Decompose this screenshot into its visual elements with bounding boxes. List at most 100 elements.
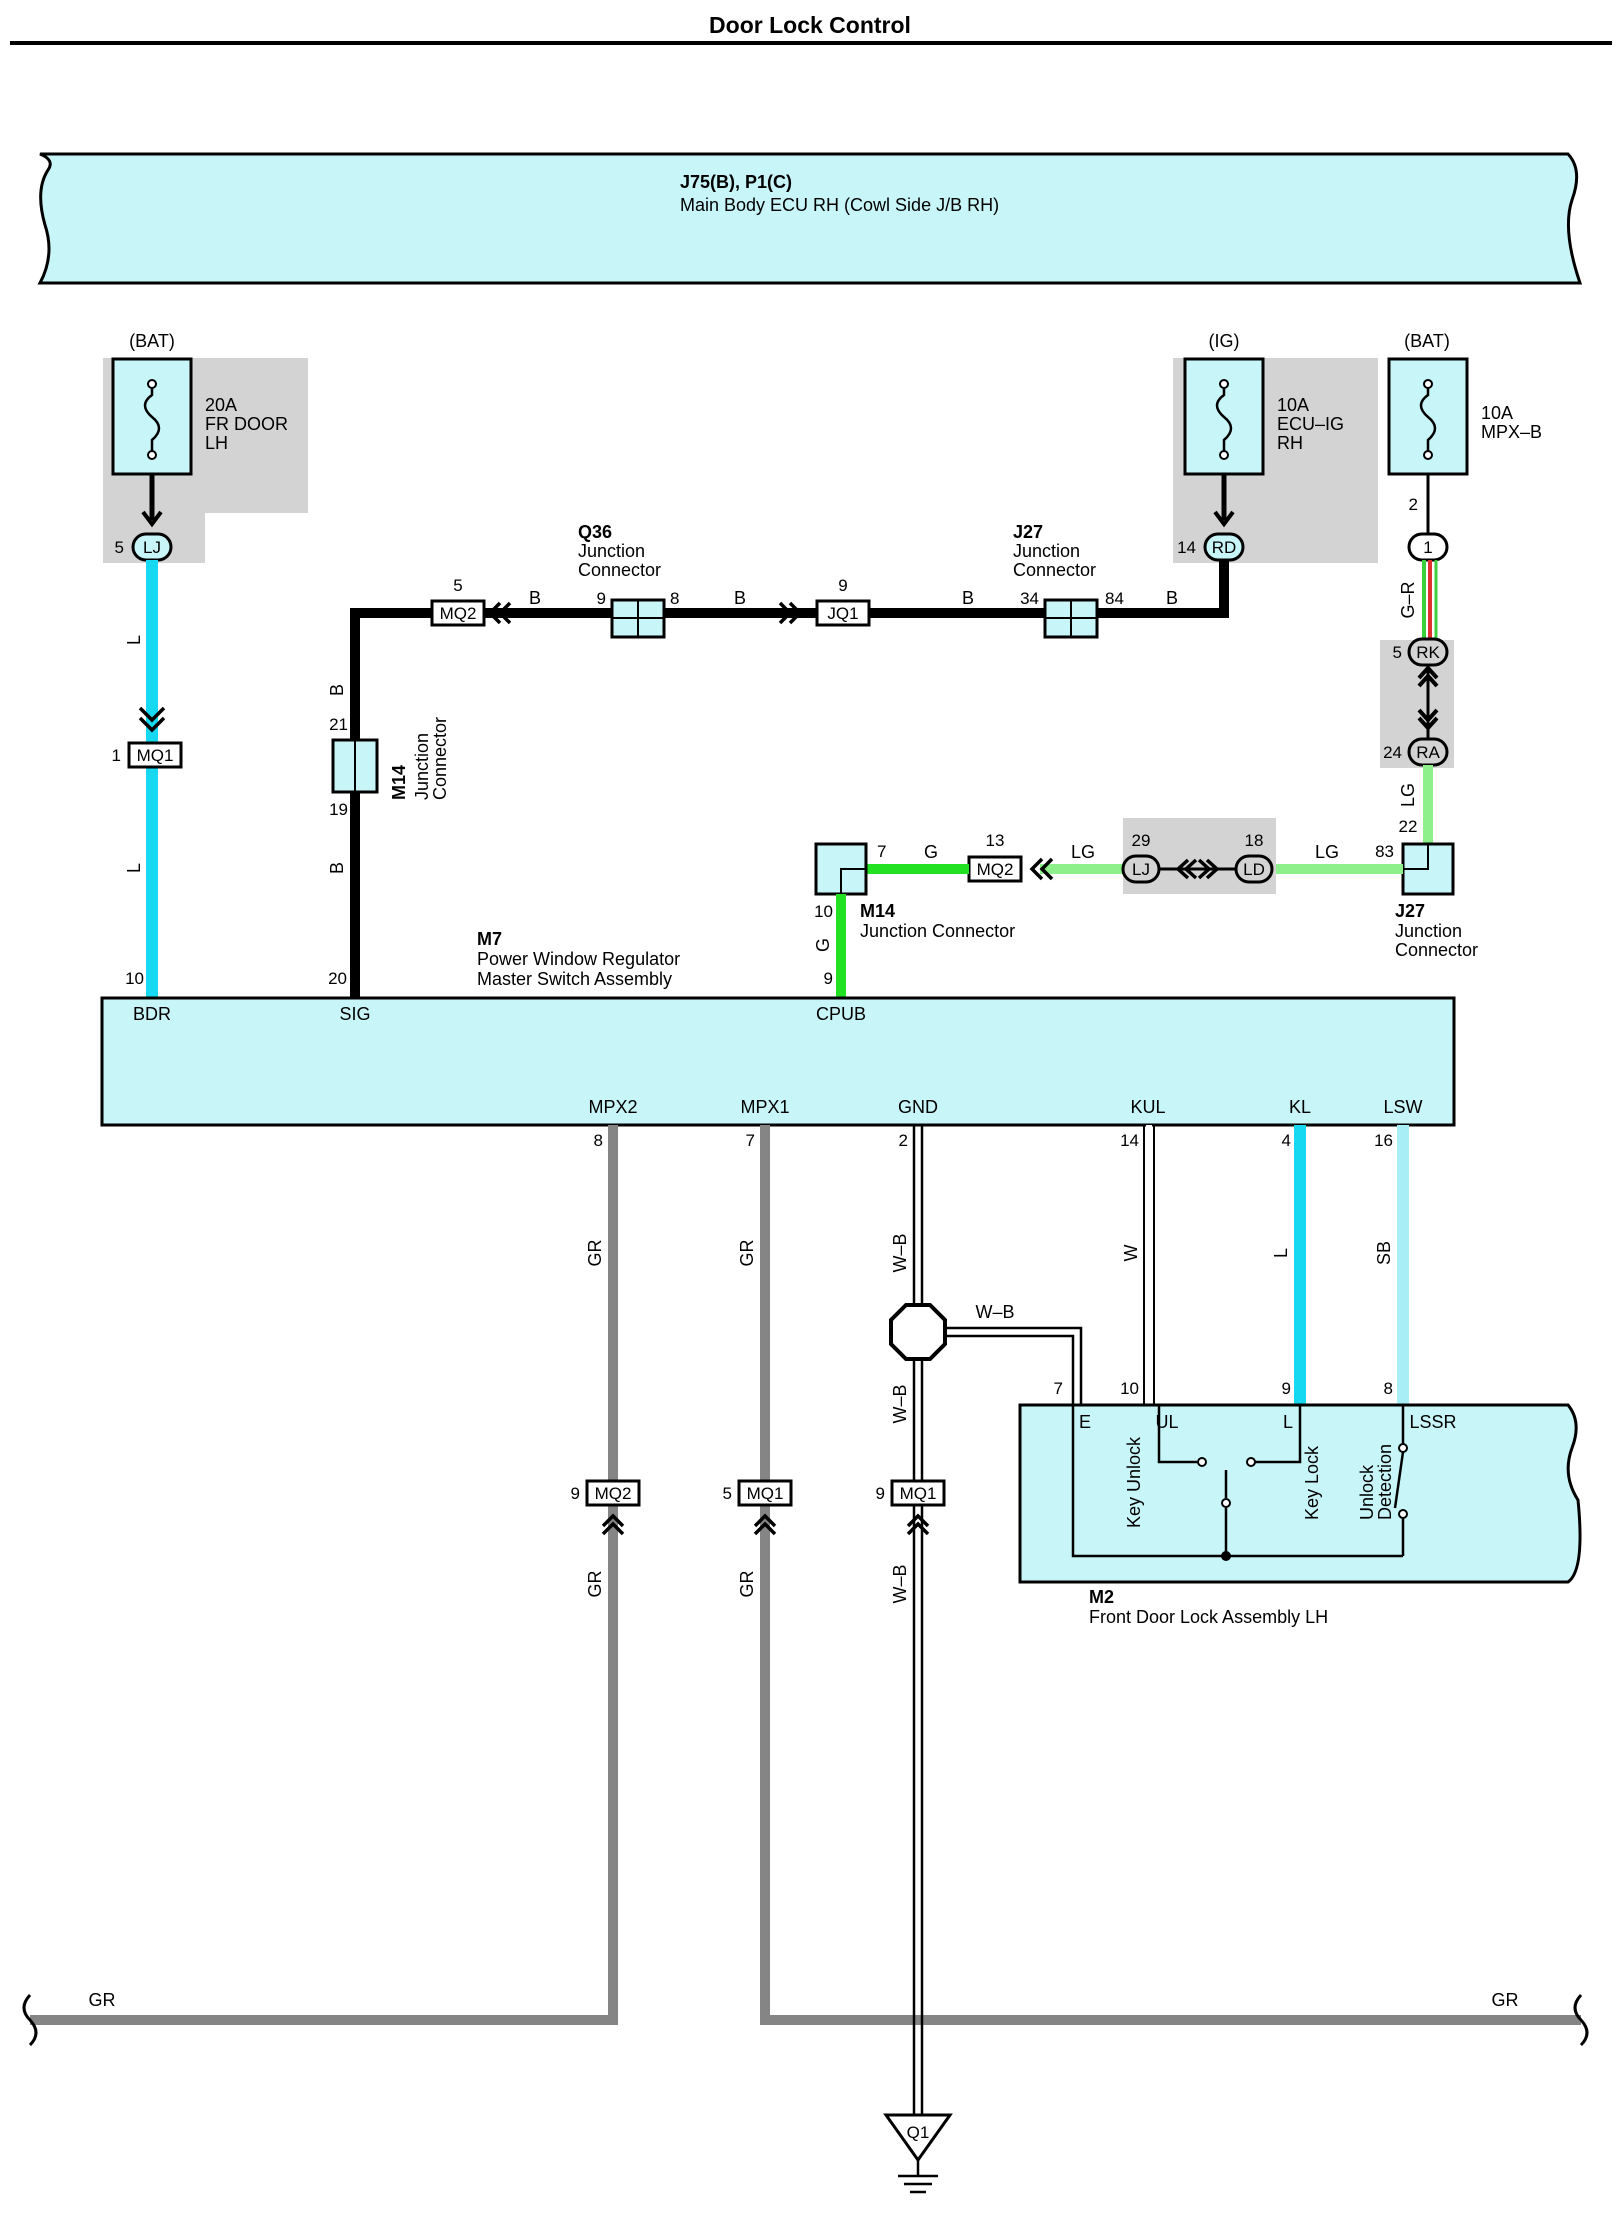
svg-text:L: L (124, 863, 144, 873)
svg-text:Junction: Junction (1395, 921, 1462, 941)
svg-text:LD: LD (1243, 860, 1265, 879)
m2-term-e: E (1079, 1412, 1091, 1432)
svg-text:MQ1: MQ1 (747, 1484, 784, 1503)
ground-q1-label: Q1 (907, 2123, 930, 2142)
svg-text:24: 24 (1383, 743, 1402, 762)
svg-text:GR: GR (585, 1570, 605, 1597)
wire-gr-mpx2 (30, 1125, 618, 2025)
svg-text:4: 4 (1282, 1131, 1291, 1150)
svg-text:W–B: W–B (975, 1302, 1014, 1322)
svg-text:Junction Connector: Junction Connector (860, 921, 1015, 941)
m2-internal-ground (1071, 1405, 1403, 1558)
svg-text:LG: LG (1071, 842, 1095, 862)
svg-text:14: 14 (1120, 1131, 1139, 1150)
svg-text:9: 9 (824, 969, 833, 988)
svg-text:8: 8 (670, 589, 679, 608)
m14-side-ref: M14 (389, 765, 409, 800)
svg-text:Junction: Junction (1013, 541, 1080, 561)
svg-text:13: 13 (986, 831, 1005, 850)
svg-text:Junction: Junction (412, 733, 432, 800)
fuse2-name2: RH (1277, 433, 1303, 453)
m2-unlock-detection-switch (1393, 1451, 1405, 1509)
conn-jq1 (815, 599, 871, 627)
wire-gr-mpx1 (760, 1125, 1581, 2025)
fuse2-pin: 14 (1177, 538, 1196, 557)
svg-text:84: 84 (1105, 589, 1124, 608)
m2-unlock-det-label1: Unlock (1357, 1464, 1377, 1520)
svg-text:B: B (1166, 588, 1178, 608)
j27-mid-ref: J27 (1395, 901, 1425, 921)
svg-text:8: 8 (1384, 1379, 1393, 1398)
fuse3-rating: 10A (1481, 403, 1513, 423)
svg-text:SB: SB (1374, 1241, 1394, 1265)
q36-ref: Q36 (578, 522, 612, 542)
svg-text:8: 8 (594, 1131, 603, 1150)
svg-text:B: B (962, 588, 974, 608)
conn-mq1-a (737, 1479, 793, 1507)
conn-mq2-top (430, 599, 486, 627)
svg-text:7: 7 (1054, 1379, 1063, 1398)
conn-mq1-left (127, 741, 183, 769)
svg-text:5: 5 (453, 576, 462, 595)
svg-text:21: 21 (329, 715, 348, 734)
j27-top-ref: J27 (1013, 522, 1043, 542)
svg-text:MQ2: MQ2 (977, 860, 1014, 879)
svg-text:18: 18 (1245, 831, 1264, 850)
svg-text:1: 1 (112, 746, 121, 765)
svg-text:34: 34 (1020, 589, 1039, 608)
svg-text:10: 10 (1120, 1379, 1139, 1398)
svg-text:RD: RD (1212, 538, 1237, 557)
m2-unlock-det-label2: Detection (1375, 1444, 1395, 1520)
m2-term-ul: UL (1155, 1412, 1178, 1432)
svg-text:10: 10 (125, 969, 144, 988)
svg-text:W–B: W–B (890, 1233, 910, 1272)
page-title: Door Lock Control (709, 12, 911, 38)
svg-text:Connector: Connector (430, 717, 450, 800)
svg-text:L: L (1271, 1248, 1291, 1258)
svg-text:5: 5 (723, 1484, 732, 1503)
svg-text:9: 9 (838, 576, 847, 595)
svg-text:7: 7 (877, 842, 886, 861)
m7-ref: M7 (477, 929, 502, 949)
svg-text:B: B (529, 588, 541, 608)
fuse1-icon (143, 383, 161, 455)
svg-text:MQ2: MQ2 (595, 1484, 632, 1503)
m7-power-window-master-switch (100, 996, 1456, 1127)
svg-text:22: 22 (1399, 817, 1418, 836)
bus-right-label: GR (1492, 1990, 1519, 2010)
svg-text:MQ1: MQ1 (137, 746, 174, 765)
svg-text:GR: GR (737, 1239, 757, 1266)
main-body-ecu-banner (37, 152, 1583, 285)
svg-text:GR: GR (585, 1239, 605, 1266)
m2-key-unlock-label: Key Unlock (1124, 1436, 1144, 1528)
svg-text:Connector: Connector (578, 560, 661, 580)
svg-text:G–R: G–R (1398, 581, 1418, 618)
svg-text:7: 7 (746, 1131, 755, 1150)
svg-text:9: 9 (1282, 1379, 1291, 1398)
svg-text:10: 10 (814, 902, 833, 921)
fuse1-name2: LH (205, 433, 228, 453)
svg-text:Junction: Junction (578, 541, 645, 561)
svg-text:LJ: LJ (1132, 860, 1150, 879)
conn-mq2-low (585, 1479, 641, 1507)
m2-ref: M2 (1089, 1587, 1114, 1607)
m7-mpx2: MPX2 (588, 1097, 637, 1117)
svg-text:5: 5 (1393, 643, 1402, 662)
m14-cpub-ref: M14 (860, 901, 895, 921)
m7-gnd: GND (898, 1097, 938, 1117)
svg-text:9: 9 (876, 1484, 885, 1503)
ground-splice (889, 1303, 947, 1361)
svg-text:B: B (327, 684, 347, 696)
fuse3-supply: (BAT) (1404, 331, 1450, 351)
fuse2-rating: 10A (1277, 395, 1309, 415)
svg-text:W–B: W–B (890, 1564, 910, 1603)
conn-mq1-b (890, 1479, 946, 1507)
svg-text:Connector: Connector (1395, 940, 1478, 960)
fuse3-name1: MPX–B (1481, 422, 1542, 442)
m2-term-l: L (1283, 1412, 1293, 1432)
svg-text:W: W (1121, 1245, 1141, 1262)
svg-text:W–B: W–B (890, 1384, 910, 1423)
fuse2-name1: ECU–IG (1277, 414, 1344, 434)
fuse3-pin: 2 (1409, 495, 1418, 514)
fuse3-icon (1419, 383, 1437, 455)
